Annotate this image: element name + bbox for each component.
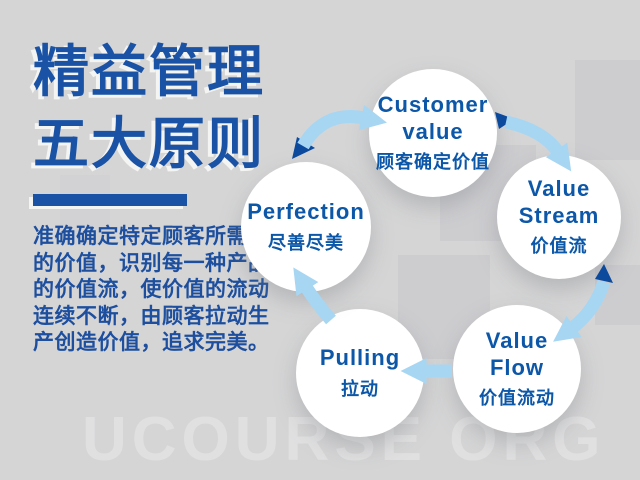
node-value-flow: Value Flow 价值流动 [453,305,581,433]
node-text: Value [527,176,591,202]
node-pulling: Pulling 拉动 [296,309,424,437]
description-line: 的价值，识别每一种产品 [33,251,270,275]
page-title-line-2: 五大原则 [33,112,265,175]
node-customer-value: Customer value 顾客确定价值 [369,69,497,197]
node-perfection-zh: 尽善尽美 [268,232,344,253]
arrow-tail-perfection-to-customer [292,137,315,159]
node-customer-value-en: Customer value [378,92,489,145]
node-value-flow-en: Value Flow [486,328,548,381]
node-perfection-en: Perfection [247,199,365,225]
background-watermark-shape [60,175,110,245]
page-title-line-1: 精益管理 [33,40,265,103]
node-text: Stream [518,202,600,228]
background-watermark-shape [575,60,640,160]
node-pulling-zh: 拉动 [341,378,379,399]
node-pulling-en: Pulling [320,345,400,371]
node-value-stream-zh: 价值流 [530,235,588,256]
node-text: Value [485,328,549,354]
node-text: Customer [377,92,489,118]
description-line: 连续不断，由顾客拉动生 [33,304,270,328]
node-value-flow-zh: 价值流动 [479,387,555,408]
node-text: Flow [489,354,545,380]
description-line: 的价值流，使价值的流动 [33,278,270,301]
arrow-tail-customer-to-stream [495,112,514,129]
node-value-stream: Value Stream 价值流 [497,155,621,279]
node-text: Pulling [319,345,401,371]
node-text: Perfection [247,199,365,225]
arrow-perfection-to-customer [297,104,387,150]
background-watermark-shape [595,265,640,325]
node-customer-value-zh: 顾客确定价值 [376,151,490,172]
description-paragraph: 准确确定特定顾客所需求 的价值，识别每一种产品 的价值流，使价值的流动 连续不断… [33,224,278,357]
description-line: 产创造价值，追求完美。 [33,331,270,354]
description-line: 准确确定特定顾客所需求 [33,225,270,248]
title-divider [33,194,187,206]
node-text: value [402,118,464,144]
arrow-pulling-to-perfection [293,267,336,325]
page-title: 精益管理 五大原则 [33,36,265,180]
node-perfection: Perfection 尽善尽美 [241,162,371,292]
node-value-stream-en: Value Stream [519,176,600,229]
